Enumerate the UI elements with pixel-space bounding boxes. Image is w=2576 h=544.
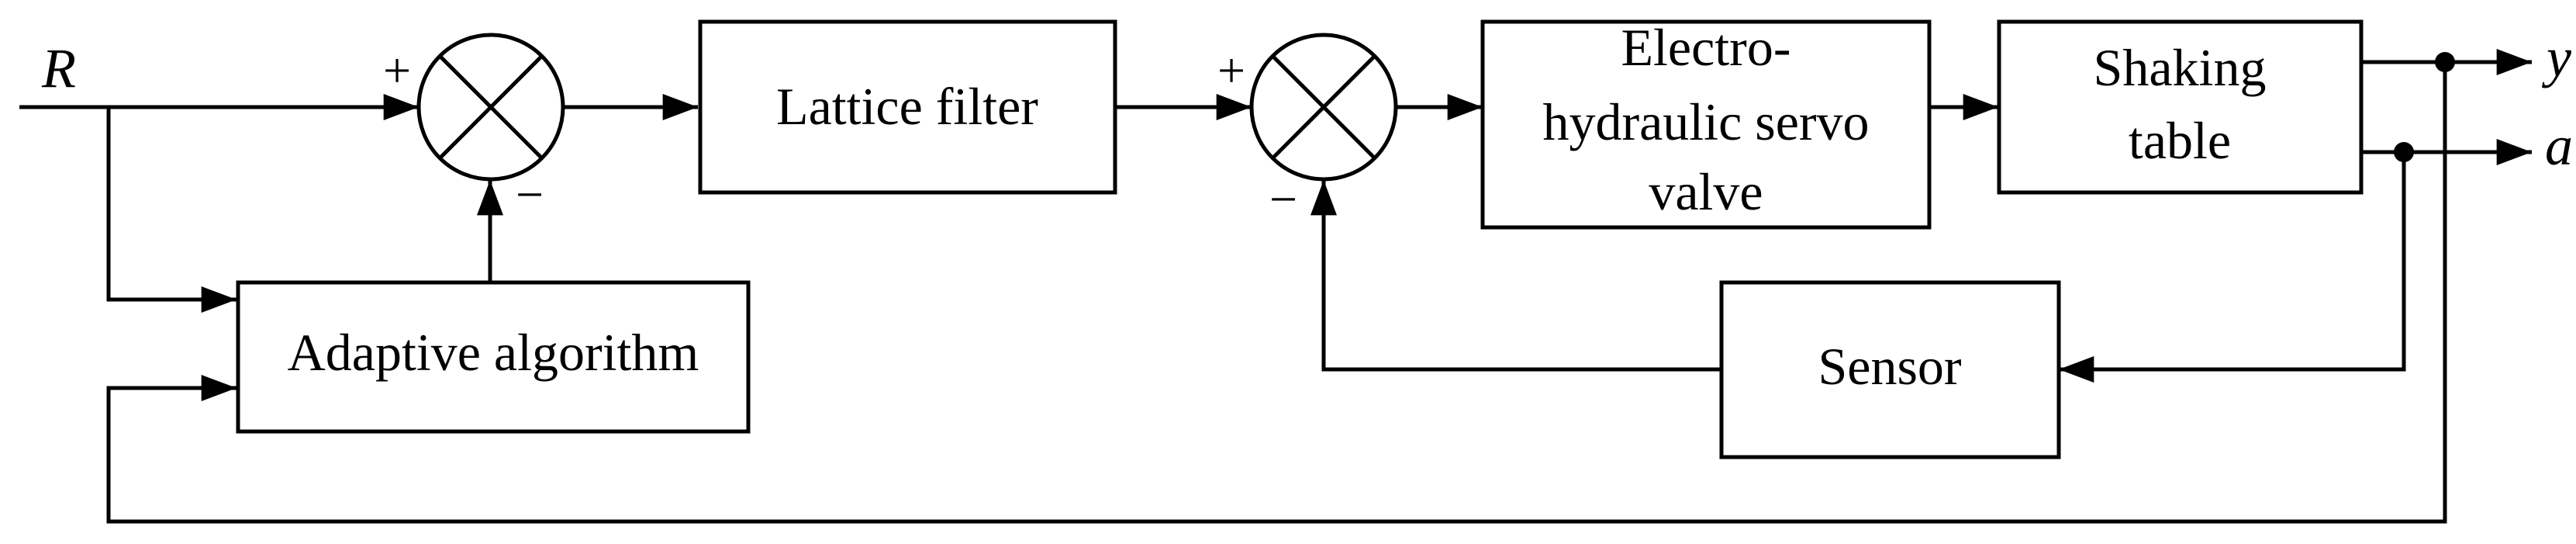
input-symbol-r: R bbox=[41, 37, 76, 99]
servo-valve-label-line1: Electro- bbox=[1621, 18, 1791, 77]
wire-y-to-adaptive bbox=[106, 62, 2447, 524]
sum1-plus-sign: + bbox=[383, 43, 411, 98]
adaptive-algorithm-label: Adaptive algorithm bbox=[288, 323, 699, 382]
output-symbol-a: a bbox=[2545, 115, 2573, 177]
junction-y bbox=[2435, 52, 2455, 72]
sum2-minus-sign: − bbox=[1269, 172, 1297, 227]
sum2-plus-sign: + bbox=[1217, 43, 1245, 98]
sensor-block bbox=[1719, 280, 2061, 459]
sum1-minus-sign: − bbox=[516, 167, 544, 222]
sensor-label: Sensor bbox=[1818, 337, 1961, 396]
wire-r-to-adaptive bbox=[106, 107, 237, 313]
wire-a-to-sensor bbox=[2058, 152, 2406, 383]
junction-a bbox=[2394, 142, 2414, 162]
output-symbol-y: y bbox=[2541, 26, 2571, 88]
shaking-table-block bbox=[1997, 19, 2364, 195]
servo-valve-label-line3: valve bbox=[1649, 162, 1763, 221]
shaking-table-label-line2: table bbox=[2129, 111, 2231, 170]
summing-junction-1 bbox=[416, 33, 565, 182]
servo-valve-block bbox=[1480, 19, 1932, 230]
adaptive-algorithm-block bbox=[236, 280, 751, 434]
shaking-table-label-line1: Shaking bbox=[2094, 38, 2267, 97]
wire-sensor-to-sum2 bbox=[1310, 180, 1721, 372]
servo-valve-label-line2: hydraulic servo bbox=[1542, 92, 1869, 151]
summing-junction-2 bbox=[1249, 33, 1398, 182]
lattice-filter-block bbox=[698, 19, 1117, 195]
lattice-filter-label: Lattice filter bbox=[776, 77, 1038, 136]
